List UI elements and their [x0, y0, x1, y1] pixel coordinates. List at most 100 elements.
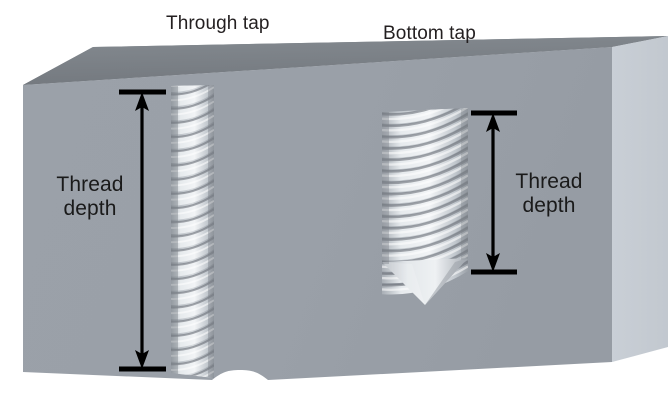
thread-crest-highlight — [171, 270, 214, 286]
thread-crest — [382, 108, 468, 124]
thread-root-shadow — [382, 203, 468, 230]
thread-crest-highlight — [382, 208, 468, 235]
thread-root-shadow — [171, 123, 214, 139]
dimension-left — [119, 89, 166, 372]
through-tap-hole — [171, 85, 214, 398]
thread-depth-right-line2: depth — [522, 193, 576, 217]
thread-root-shadow — [171, 222, 214, 238]
dimension-right — [471, 110, 517, 275]
thread-crest-highlight — [382, 151, 468, 178]
thread-crest — [382, 148, 468, 181]
thread-root-shadow — [171, 293, 214, 309]
thread-root-shadow — [171, 279, 214, 295]
bottom-tap-caption: Bottom tap — [383, 23, 476, 44]
thread-crest — [382, 216, 468, 250]
thread-crest-highlight — [382, 219, 468, 246]
thread-crest — [382, 170, 468, 204]
thread-crest-highlight — [171, 185, 214, 201]
thread-root-shadow — [171, 380, 214, 393]
thread-crest-highlight — [171, 370, 214, 378]
thread-root-shadow — [171, 251, 214, 266]
thread-crest — [382, 204, 468, 238]
thread-root-shadow — [171, 194, 214, 210]
thread-root-shadow — [382, 215, 468, 241]
thread-crest-highlight — [171, 327, 214, 343]
thread-crest — [382, 159, 468, 193]
thread-root-shadow — [171, 180, 214, 195]
thread-root-shadow — [171, 85, 214, 96]
thread-crest-highlight — [382, 117, 468, 143]
thread-root-shadow — [171, 208, 214, 224]
thread-crest-highlight — [171, 242, 214, 258]
dimension-right-arrow-down — [486, 253, 500, 272]
thread-root-shadow — [171, 94, 214, 110]
thread-crest-highlight — [171, 385, 214, 398]
thread-root-shadow — [171, 165, 214, 181]
block-top-face-fill — [23, 36, 668, 85]
thread-crest-highlight — [171, 128, 214, 144]
thread-crest-highlight — [382, 197, 468, 223]
thread-crest-highlight — [382, 108, 468, 121]
thread-crest-highlight — [382, 140, 468, 166]
bottom-tap-hole — [382, 108, 468, 305]
dimension-right-arrow-up — [486, 113, 500, 132]
thread-crest — [382, 113, 468, 147]
thread-crest-highlight — [171, 199, 214, 215]
thread-crest-highlight — [171, 114, 214, 130]
through-tap-caption: Through tap — [166, 13, 270, 34]
thread-root-shadow — [171, 350, 214, 366]
bottom-tap-cone-tip — [382, 258, 468, 305]
thread-depth-label-right: Thread depth — [505, 170, 593, 217]
thread-depth-left-line2: depth — [63, 196, 117, 220]
thread-crest-highlight — [171, 256, 214, 272]
thread-crest-highlight — [382, 108, 468, 132]
thread-root-shadow — [382, 135, 468, 162]
dimension-left-arrow-down — [135, 350, 149, 369]
thread-crest-highlight — [171, 299, 214, 315]
thread-root-shadow — [382, 181, 468, 207]
thread-crest-highlight — [382, 162, 468, 189]
block-right-face — [612, 36, 668, 362]
thread-root-shadow — [171, 307, 214, 323]
thread-root-shadow — [171, 236, 214, 252]
thread-crest — [382, 125, 468, 158]
thread-root-shadow — [382, 124, 468, 150]
thread-crest-highlight — [171, 157, 214, 173]
thread-crest — [382, 227, 468, 261]
thread-root-shadow — [382, 158, 468, 185]
thread-crest-highlight — [171, 228, 214, 244]
thread-crest-highlight — [171, 86, 214, 102]
thread-crest-highlight — [382, 174, 468, 200]
thread-crest — [382, 193, 468, 227]
thread-crest-highlight — [171, 100, 214, 116]
thread-crest-highlight — [171, 85, 214, 87]
thread-crest-highlight — [382, 185, 468, 212]
cone-highlight — [382, 262, 425, 305]
thread-crest-highlight — [382, 128, 468, 155]
thread-root-shadow — [171, 265, 214, 281]
thread-crest-highlight — [171, 214, 214, 229]
thread-crest-highlight — [171, 341, 214, 357]
thread-crest-highlight — [171, 171, 214, 187]
thread-crest-highlight — [171, 143, 214, 158]
thread-depth-right-line1: Thread — [515, 170, 583, 193]
thread-crest-highlight — [382, 231, 468, 257]
thread-root-shadow — [382, 192, 468, 219]
thread-crest — [382, 182, 468, 215]
thread-crest — [382, 261, 468, 295]
dimension-left-arrow-up — [135, 92, 149, 111]
cone-shadow — [425, 258, 468, 305]
thread-root-shadow — [382, 108, 468, 128]
thread-root-shadow — [171, 151, 214, 167]
thread-root-shadow — [382, 112, 468, 139]
thread-root-shadow — [171, 137, 214, 153]
thread-depth-label-left: Thread depth — [46, 173, 134, 220]
thread-root-shadow — [171, 336, 214, 352]
thread-root-shadow — [171, 109, 214, 124]
thread-root-shadow — [382, 226, 468, 253]
thread-root-shadow — [382, 146, 468, 173]
thread-root-shadow — [171, 322, 214, 337]
thread-crest-highlight — [171, 313, 214, 329]
